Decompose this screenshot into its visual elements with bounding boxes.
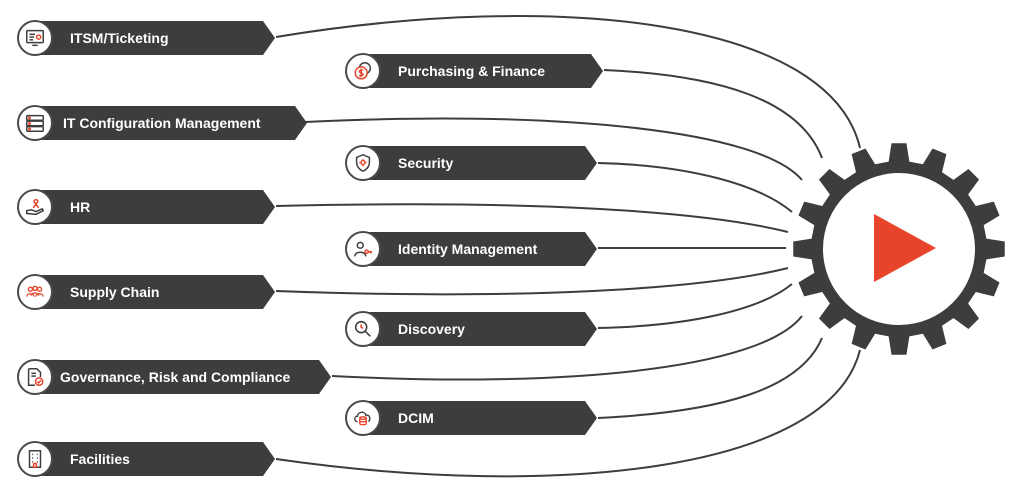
item-identity-management: Identity Management [345,231,597,267]
magnifier-clock-icon [345,311,381,347]
connector-discovery [597,283,793,329]
connector-itcm [304,117,803,181]
item-label: Identity Management [398,241,538,257]
item-label: Purchasing & Finance [398,63,546,79]
label-bar [35,360,331,394]
label-bar [363,54,603,88]
connector-dcim [597,337,823,419]
ticketing-monitor-icon [17,20,53,56]
label-bar [35,275,275,309]
dollar-coin-icon [345,53,381,89]
hand-person-icon [17,189,53,225]
item-label: HR [70,199,91,215]
connector-itsm [275,15,861,149]
item-label: Security [398,155,454,171]
item-label: ITSM/Ticketing [70,30,169,46]
label-bar [35,442,275,476]
item-it-configuration-management: IT Configuration Management [17,105,307,141]
play-triangle-icon [874,214,936,282]
connector-supply [275,267,789,296]
item-label: Discovery [398,321,465,337]
label-bar [363,312,597,346]
connector-purchasing [603,69,823,159]
label-bar [35,190,275,224]
connector-hr [275,203,789,233]
shield-gear-icon [345,145,381,181]
label-bar [363,401,597,435]
item-dcim: DCIM [345,400,597,436]
user-key-icon [345,231,381,267]
item-security: Security [345,145,597,181]
building-icon [17,441,53,477]
people-group-icon [17,274,53,310]
label-bar [363,146,597,180]
gear-play-icon [793,143,1005,355]
item-supply-chain: Supply Chain [17,274,275,310]
item-purchasing-finance: Purchasing & Finance [345,53,603,89]
item-itsm-ticketing: ITSM/Ticketing [17,20,275,56]
connector-facilities [275,349,861,478]
item-label: IT Configuration Management [63,115,261,131]
item-facilities: Facilities [17,441,275,477]
item-label: Governance, Risk and Compliance [60,369,291,385]
connector-grc [331,315,803,381]
label-bar [35,21,275,55]
item-hr: HR [17,189,275,225]
server-rack-icon [17,105,53,141]
label-bar [35,106,307,140]
connector-security [597,162,793,213]
document-check-icon [17,359,53,395]
item-label: Facilities [70,451,130,467]
item-discovery: Discovery [345,311,597,347]
item-label: DCIM [398,410,434,426]
label-bar [363,232,597,266]
item-governance-risk-compliance: Governance, Risk and Compliance [17,359,331,395]
cloud-database-icon [345,400,381,436]
item-label: Supply Chain [70,284,160,300]
